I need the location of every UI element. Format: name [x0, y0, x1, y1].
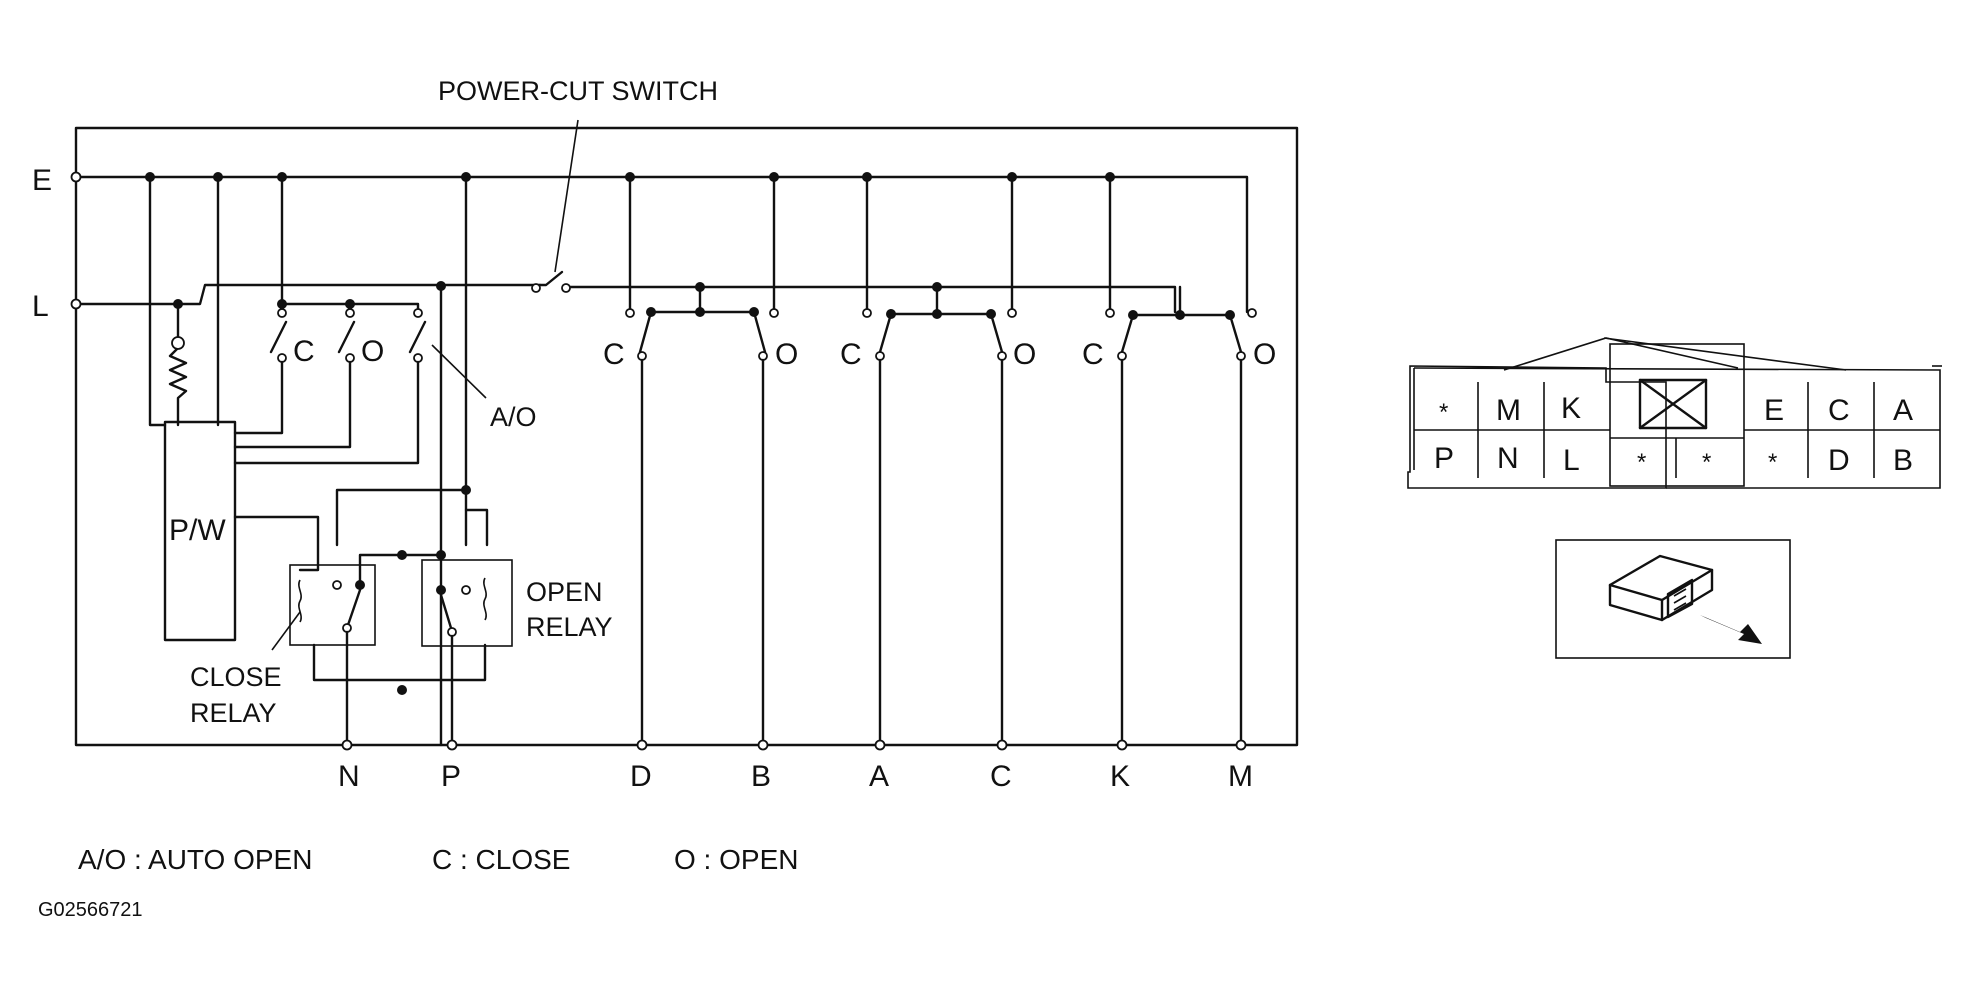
connector-key [1638, 378, 1708, 430]
open-relay-label-2: RELAY [526, 612, 613, 642]
sw-c-term-top [277, 308, 287, 318]
close-relay-contact [346, 588, 362, 627]
close-relay-node [355, 580, 365, 590]
terminal-e [70, 171, 82, 183]
view-frame [1555, 539, 1791, 659]
pin-bot-star-2: * [1702, 449, 1711, 476]
legend: A/O : AUTO OPEN C : CLOSE O : OPEN G0256… [38, 844, 798, 921]
sw-ao-term-top [413, 308, 423, 318]
sw-o-out [233, 360, 352, 449]
open-relay-box [421, 559, 513, 647]
connector-face: * M K E C A P N L * * * D B [1407, 337, 1942, 489]
sw-o-term-top [345, 308, 355, 318]
switch-group-3 [1105, 175, 1257, 747]
pin-bot-l: L [1563, 444, 1580, 477]
g3-open-label: O [1253, 338, 1276, 371]
pin-bot-star-3: * [1768, 449, 1777, 476]
close-relay-box [289, 564, 376, 646]
sw-c-blade [269, 320, 288, 354]
relay-ground-link [312, 643, 487, 682]
schematic: POWER-CUT SWITCH E L C O A/O C O C O C O… [32, 76, 1299, 793]
relay-feed-open [464, 508, 489, 547]
open-relay-coil [483, 577, 487, 621]
pin-top-m: M [1496, 394, 1521, 427]
pin-top-e: E [1764, 394, 1784, 427]
outer-frame [74, 126, 1299, 747]
sw-bus-2 [348, 302, 420, 314]
relay-feed-close [335, 488, 468, 547]
switched-bus [564, 285, 1177, 314]
terminal-d-label: D [630, 760, 652, 793]
junction-dots [145, 172, 1235, 695]
bottom-terminal-points [341, 739, 1247, 751]
terminal-m-label: M [1228, 760, 1253, 793]
pin-top-1: * [1439, 399, 1448, 426]
legend-open: O : OPEN [674, 844, 798, 875]
pin-top-a: A [1893, 394, 1913, 427]
power-cut-switch-label: POWER-CUT SWITCH [438, 76, 718, 106]
terminal-e-label: E [32, 164, 52, 197]
local-open-label: O [361, 335, 384, 368]
open-relay-term-1 [461, 585, 471, 595]
local-close-label: C [293, 335, 315, 368]
close-relay-coil [298, 579, 302, 623]
connector-view-icon [1555, 539, 1791, 659]
pin-top-k: K [1561, 392, 1581, 425]
terminal-n-label: N [338, 760, 360, 793]
pin-bot-n: N [1497, 442, 1519, 475]
sw-ao-blade [408, 320, 427, 354]
g2-open-label: O [1013, 338, 1036, 371]
open-relay-label-1: OPEN [526, 577, 603, 607]
open-relay-node [436, 585, 446, 595]
l-line [74, 283, 542, 306]
legend-auto-open: A/O : AUTO OPEN [78, 844, 312, 875]
terminal-l [70, 298, 82, 310]
pcs-contact-1 [531, 283, 541, 293]
power-cut-switch-lever [538, 270, 564, 287]
terminal-p-label: P [441, 760, 461, 793]
g1-open-label: O [775, 338, 798, 371]
close-relay-label-2: RELAY [190, 698, 277, 728]
terminal-l-label: L [32, 290, 49, 323]
terminal-a-label: A [869, 760, 889, 793]
sw-o-blade [337, 320, 356, 354]
terminal-k-label: K [1110, 760, 1130, 793]
pw-to-close-relay [233, 515, 320, 572]
pin-bot-b: B [1893, 444, 1913, 477]
figure-code: G02566721 [38, 899, 143, 921]
close-relay-leader [271, 611, 301, 651]
pw-module [163, 420, 237, 642]
terminal-c-label: C [990, 760, 1012, 793]
power-cut-leader [554, 119, 579, 273]
resistor [168, 346, 188, 427]
close-relay-label-1: CLOSE [190, 662, 282, 692]
switch-group-2 [862, 175, 1017, 747]
close-to-open-link [358, 553, 443, 585]
open-relay-contact [439, 593, 453, 630]
g3-close-label: C [1082, 338, 1104, 371]
g1-close-label: C [603, 338, 625, 371]
sw-bus-1 [280, 302, 352, 314]
close-relay-term-1 [332, 580, 342, 590]
resistor-node [171, 336, 185, 350]
legend-close: C : CLOSE [432, 844, 570, 875]
pw-module-label: P/W [169, 514, 226, 547]
pin-bot-star-1: * [1637, 449, 1646, 476]
view-arrow-icon [1700, 615, 1762, 644]
pin-bot-p: P [1434, 442, 1454, 475]
pcs-contact-2 [561, 283, 571, 293]
sw-c-out [233, 360, 284, 435]
terminal-b-label: B [751, 760, 771, 793]
e-bus [74, 175, 1249, 314]
sw-ao-out [233, 360, 420, 465]
pw-feed-1 [148, 175, 167, 427]
pin-bot-d: D [1828, 444, 1850, 477]
switch-group-1 [625, 175, 779, 747]
auto-open-label: A/O [490, 402, 537, 432]
pin-top-c: C [1828, 394, 1850, 427]
g2-close-label: C [840, 338, 862, 371]
